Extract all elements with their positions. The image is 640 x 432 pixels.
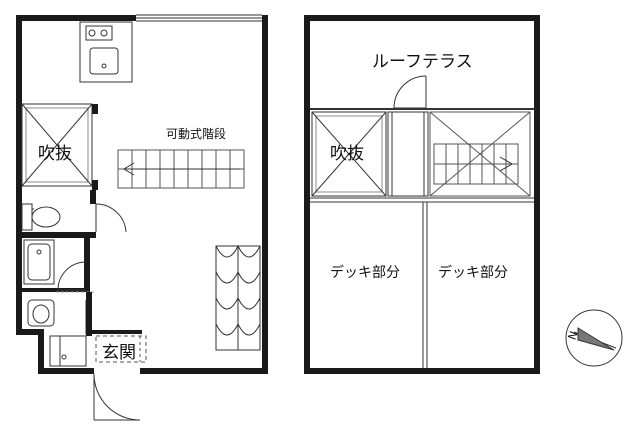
roof-terrace-label: ルーフテラス	[372, 52, 473, 72]
deck-label-left: デッキ部分	[330, 265, 400, 281]
toilet-room	[21, 190, 127, 238]
movable-stairs	[117, 149, 245, 189]
terrace-door	[393, 75, 427, 109]
compass	[565, 309, 623, 367]
kitchen-counter	[79, 21, 133, 83]
void-label-1f: 吹抜	[38, 144, 72, 164]
void-wall-stub	[92, 104, 98, 114]
entrance-label: 玄関	[102, 343, 136, 363]
corridor	[387, 111, 429, 197]
entrance-area	[93, 335, 147, 421]
loft-void	[311, 111, 387, 197]
washroom-wall	[86, 292, 92, 336]
void-label-loft: 吹抜	[330, 144, 364, 164]
movable-stairs-label: 可動式階段	[166, 127, 227, 141]
first-floor	[16, 14, 268, 421]
loft-outer-walls	[304, 15, 540, 374]
first-floor-outer-walls	[16, 15, 268, 374]
loft-stairs	[429, 111, 531, 197]
first-floor-window	[136, 14, 262, 22]
void-wall-stub-2	[92, 180, 98, 190]
first-floor-void	[21, 103, 93, 187]
entry-stub-wall	[86, 330, 142, 334]
bathroom	[22, 232, 94, 293]
shelf-unit	[215, 244, 261, 351]
deck-label-right: デッキ部分	[438, 265, 508, 281]
loft-partition	[310, 108, 534, 110]
loft-floor	[304, 15, 540, 374]
deck-dividers	[310, 197, 534, 368]
